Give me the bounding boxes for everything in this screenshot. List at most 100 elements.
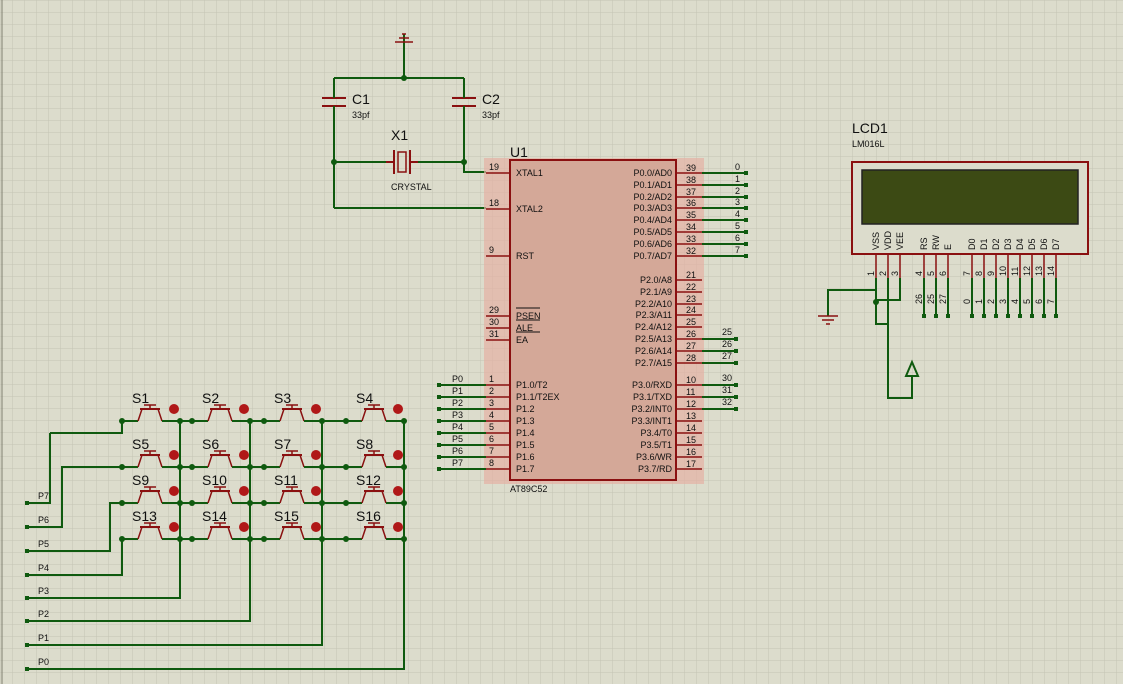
push-button-s16[interactable]: S16 <box>343 508 407 542</box>
u1-pin-name: P3.4/T0 <box>640 428 672 438</box>
net-label: 1 <box>974 299 984 304</box>
x1-value: CRYSTAL <box>391 182 432 192</box>
net-label: 7 <box>1046 299 1056 304</box>
c2-value: 33pf <box>482 110 500 120</box>
net-label: 32 <box>722 397 732 407</box>
u1-pin-name: P2.6/A14 <box>635 346 672 356</box>
switch-state-indicator <box>169 404 179 414</box>
lcd-pins: VSS1VDD2VEE3RS4RW5E6D07D18D29D310D411D51… <box>866 230 1061 318</box>
u1-pin-number: 38 <box>686 175 696 185</box>
u1-pin-number: 16 <box>686 447 696 457</box>
lcd-pin-number: 14 <box>1046 266 1056 276</box>
u1-pin-name: XTAL2 <box>516 204 543 214</box>
u1-pin-number: 39 <box>686 163 696 173</box>
u1-pin-number: 2 <box>489 386 494 396</box>
u1-pin-number: 33 <box>686 234 696 244</box>
net-label: 1 <box>735 174 740 184</box>
u1-pin-number: 34 <box>686 222 696 232</box>
lcd-pin-name: D6 <box>1039 238 1049 250</box>
lcd-pin-number: 12 <box>1022 266 1032 276</box>
u1-pin-name: P0.3/AD3 <box>633 203 672 213</box>
capacitor-c1[interactable]: C1 33pf <box>322 91 370 120</box>
ground-symbol-top[interactable] <box>395 33 413 78</box>
push-button-s14[interactable]: S14 <box>189 508 253 542</box>
u1-pin-name: P0.2/AD2 <box>633 192 672 202</box>
u1-pin-number: 35 <box>686 210 696 220</box>
lcd-pin-number: 13 <box>1034 266 1044 276</box>
net-label: 0 <box>735 162 740 172</box>
microcontroller-u1[interactable]: U1 AT89C52 19XTAL118XTAL29RST29PSEN30ALE… <box>484 144 704 494</box>
lcd-pin-number: 9 <box>986 271 996 276</box>
lcd-pin-number: 8 <box>974 271 984 276</box>
u1-pin-name: P1.2 <box>516 404 535 414</box>
u1-pin-number: 24 <box>686 305 696 315</box>
push-button-s10[interactable]: S10 <box>189 472 253 506</box>
u1-pin-name: P3.6/WR <box>636 452 673 462</box>
net-label: 30 <box>722 373 732 383</box>
u1-pin-name: P3.3/INT1 <box>631 416 672 426</box>
u1-pin-number: 4 <box>489 410 494 420</box>
u1-pin-name: P3.0/RXD <box>632 380 673 390</box>
switch-state-indicator <box>169 522 179 532</box>
crystal-x1[interactable]: X1 CRYSTAL <box>386 127 432 192</box>
switch-ref: S14 <box>202 508 227 524</box>
push-button-s15[interactable]: S15 <box>261 508 325 542</box>
u1-pin-name: P2.0/A8 <box>640 275 672 285</box>
switch-ref: S3 <box>274 390 291 406</box>
net-label: P2 <box>38 609 49 619</box>
lcd-pin-number: 3 <box>890 271 900 276</box>
net-label: 0 <box>962 299 972 304</box>
push-button-s12[interactable]: S12 <box>343 472 407 506</box>
switch-ref: S7 <box>274 436 291 452</box>
net-label: P7 <box>38 491 49 501</box>
push-button-s13[interactable]: S13 <box>119 508 183 542</box>
push-button-s5[interactable]: S5 <box>119 436 183 470</box>
push-button-s1[interactable]: S1 <box>119 390 183 424</box>
switch-state-indicator <box>393 450 403 460</box>
lcd-pin-name: RS <box>919 237 929 250</box>
u1-pin-name: P2.1/A9 <box>640 287 672 297</box>
switch-ref: S10 <box>202 472 227 488</box>
net-label: 4 <box>1010 299 1020 304</box>
lcd-pin-name: VSS <box>871 232 881 250</box>
u1-left-pins: 19XTAL118XTAL29RST29PSEN30ALE31EA1P1.0/T… <box>486 162 560 474</box>
u1-pin-name: PSEN <box>516 311 541 321</box>
lcd-pin-number: 5 <box>926 271 936 276</box>
u1-pin-number: 5 <box>489 422 494 432</box>
lcd-pin-name: D3 <box>1003 238 1013 250</box>
push-button-s7[interactable]: S7 <box>261 436 325 470</box>
lcd-pin-name: D1 <box>979 238 989 250</box>
u1-pin-name: P0.7/AD7 <box>633 251 672 261</box>
net-label: P7 <box>452 458 463 468</box>
c2-ref: C2 <box>482 91 500 107</box>
lcd-pin-number: 6 <box>938 271 948 276</box>
push-button-s11[interactable]: S11 <box>261 472 325 506</box>
u1-pin-number: 22 <box>686 282 696 292</box>
u1-pin-number: 9 <box>489 245 494 255</box>
u1-pin-number: 23 <box>686 294 696 304</box>
net-label: 25 <box>722 327 732 337</box>
u1-pin-number: 3 <box>489 398 494 408</box>
u1-pin-name: RST <box>516 251 535 261</box>
u1-pin-number: 30 <box>489 317 499 327</box>
push-button-s6[interactable]: S6 <box>189 436 253 470</box>
u1-pin-name: P0.1/AD1 <box>633 180 672 190</box>
net-label: 4 <box>735 209 740 219</box>
net-label: 7 <box>735 245 740 255</box>
u1-pin-number: 17 <box>686 459 696 469</box>
push-button-s2[interactable]: S2 <box>189 390 253 424</box>
u1-pin-name: P1.5 <box>516 440 535 450</box>
push-button-s3[interactable]: S3 <box>261 390 325 424</box>
u1-pin-name: P1.1/T2EX <box>516 392 560 402</box>
net-label: 27 <box>722 351 732 361</box>
x1-ref: X1 <box>391 127 408 143</box>
net-label: 27 <box>938 294 948 304</box>
capacitor-c2[interactable]: C2 33pf <box>452 91 500 120</box>
lcd-lm016l[interactable]: LCD1 LM016L VSS1VDD2VEE3RS4RW5E6D07D18D2… <box>851 120 1089 318</box>
u1-pin-number: 8 <box>489 458 494 468</box>
net-label: P3 <box>452 410 463 420</box>
lcd-pin-number: 11 <box>1010 267 1020 276</box>
